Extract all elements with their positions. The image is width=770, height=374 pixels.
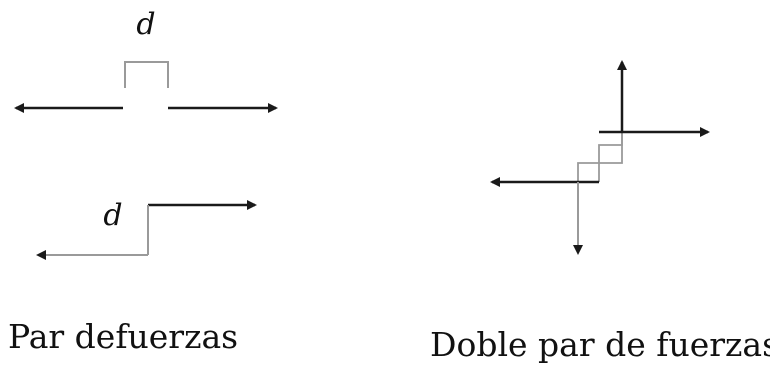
couple-bottom: d [36, 198, 257, 260]
distance-bracket [124, 61, 169, 88]
offset-staircase-inner [598, 132, 623, 182]
couple-top: d [14, 7, 278, 113]
caption-double-couple: Doble par de fuerzas [430, 325, 770, 364]
caption-couple: Par defuerzas [8, 317, 239, 356]
offset-staircase-outer [577, 132, 623, 182]
double-couple [490, 60, 710, 255]
distance-label-top: d [136, 7, 155, 42]
distance-label-bottom: d [103, 198, 122, 233]
